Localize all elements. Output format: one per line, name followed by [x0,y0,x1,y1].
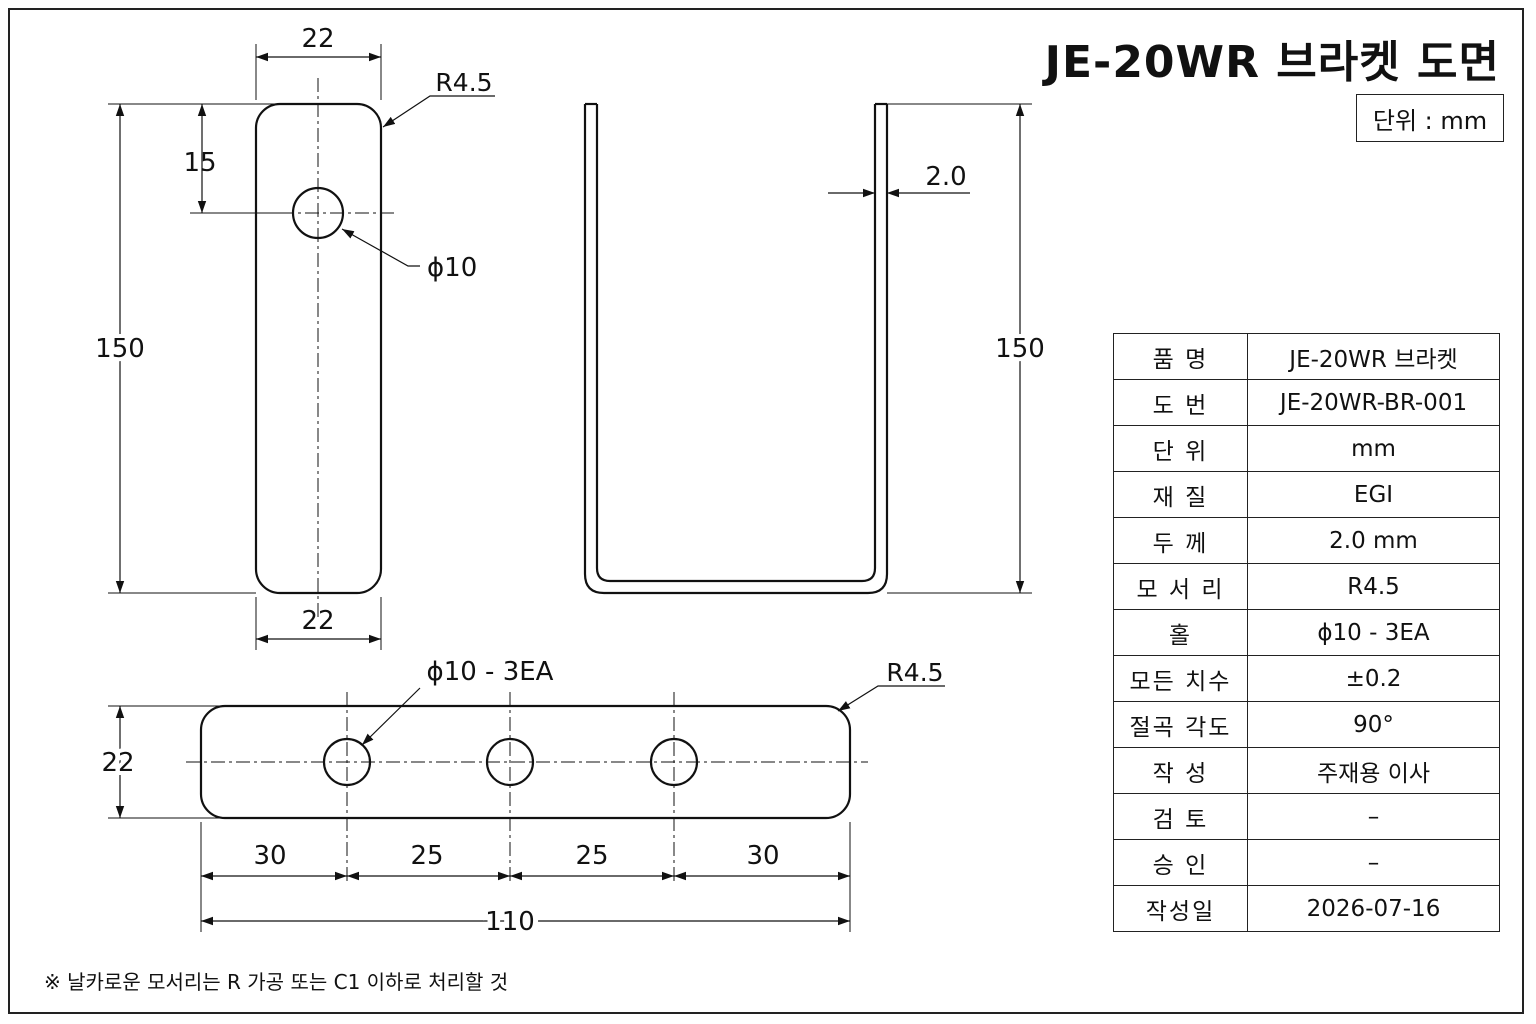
drawing-title: JE-20WR 브라켓 도면 [1044,37,1500,88]
info-row: 모든 치수±0.2 [1113,655,1500,702]
info-value: 2.0 mm [1247,517,1500,564]
info-value: ±0.2 [1247,655,1500,702]
info-value: ϕ10 - 3EA [1247,609,1500,656]
info-value: – [1247,839,1500,886]
spacing-label-3: 25 [575,841,608,871]
info-value: 2026-07-16 [1247,885,1500,932]
spacing-label-1: 30 [253,841,286,871]
bottom-height-label: 22 [101,748,134,778]
front-height-label: 150 [95,334,145,364]
info-key: 홀 [1113,609,1248,656]
info-key: 작성일 [1113,885,1248,932]
spacing-label-4: 30 [746,841,779,871]
holes-leader [361,687,421,746]
drawing-frame [8,8,1524,1014]
info-key: 단 위 [1113,425,1248,472]
info-key: 작 성 [1113,747,1248,794]
spacing-label-2: 25 [410,841,443,871]
front-hole-leader [341,228,420,267]
front-hole [291,186,345,240]
bottom-radius-label: R4.5 [886,658,943,687]
info-key: 두 께 [1113,517,1248,564]
side-thickness-label: 2.0 [925,162,966,192]
info-value: mm [1247,425,1500,472]
info-value: 90° [1247,701,1500,748]
bottom-hole-2 [485,737,535,787]
info-key: 승 인 [1113,839,1248,886]
side-view [583,102,1032,595]
info-key: 모든 치수 [1113,655,1248,702]
info-value: R4.5 [1247,563,1500,610]
bottom-hole-3 [649,737,699,787]
front-radius-leader [382,95,495,128]
bottom-radius-leader [837,685,945,712]
info-value: EGI [1247,471,1500,518]
side-height-label: 150 [995,334,1045,364]
info-key: 도 번 [1113,379,1248,426]
bottom-view [108,685,945,932]
holes-label: ϕ10 - 3EA [427,657,554,687]
info-key: 모 서 리 [1113,563,1248,610]
total-length-label: 110 [485,907,535,937]
info-key: 품 명 [1113,333,1248,380]
side-profile-outer [583,104,889,595]
side-profile-inner [595,104,877,583]
info-row: 검 토– [1113,793,1500,840]
front-hole-offset-label: 15 [183,148,216,178]
info-value: JE-20WR 브라켓 [1247,333,1500,380]
front-width-top-label: 22 [301,24,334,54]
info-value: – [1247,793,1500,840]
info-key: 절곡 각도 [1113,701,1248,748]
bottom-hole-1 [322,737,372,787]
drawing-note: ※ 날카로운 모서리는 R 가공 또는 C1 이하로 처리할 것 [44,970,509,994]
info-row: 승 인– [1113,839,1500,886]
info-value: 주재용 이사 [1247,747,1500,794]
info-key: 검 토 [1113,793,1248,840]
front-view [108,44,495,650]
info-value: JE-20WR-BR-001 [1247,379,1500,426]
front-radius-label: R4.5 [435,68,492,97]
info-key: 재 질 [1113,471,1248,518]
front-width-bottom-label: 22 [301,606,334,636]
front-hole-dia-label: ϕ10 [427,253,477,283]
unit-box: 단위 : mm [1356,94,1504,142]
